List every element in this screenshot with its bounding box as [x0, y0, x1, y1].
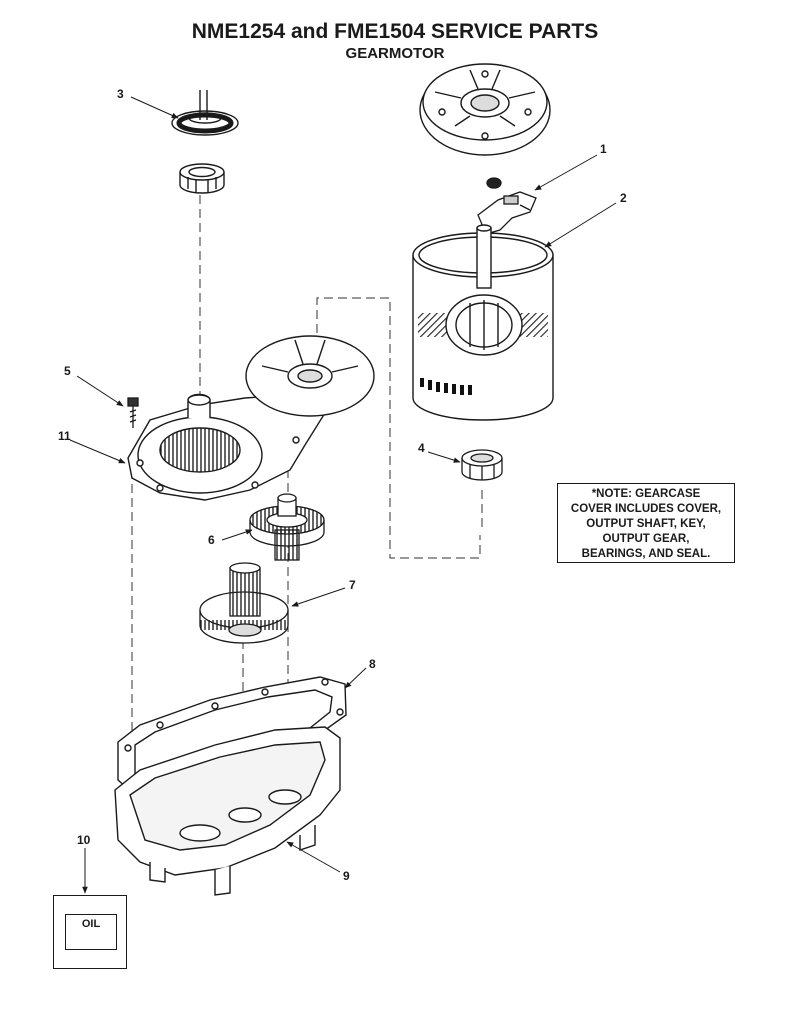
note-line: COVER INCLUDES COVER,: [570, 503, 722, 515]
intermediate-gear-part: [249, 493, 325, 561]
callout-5: 5: [64, 364, 71, 378]
motor-end-bell-part: [419, 63, 551, 156]
oil-label: OIL: [65, 914, 117, 950]
callout-6: 6: [208, 533, 215, 547]
note-line: OUTPUT GEAR,: [602, 533, 690, 545]
page-title: NME1254 and FME1504 SERVICE PARTS: [191, 20, 599, 43]
callout-9: 9: [343, 869, 350, 883]
callout-7: 7: [349, 578, 356, 592]
lower-bearing-part: [461, 449, 503, 481]
leader-lines: [69, 96, 617, 894]
page-subtitle: GEARMOTOR: [345, 45, 445, 62]
gearcase-cover-part: [127, 335, 375, 501]
oil-part-box: OIL: [53, 895, 127, 969]
top-bearing-part: [179, 163, 225, 194]
screw-part: [127, 397, 139, 428]
note-line: *NOTE: GEARCASE: [591, 488, 701, 500]
gearcase-note-box: *NOTE: GEARCASE COVER INCLUDES COVER, OU…: [557, 483, 735, 563]
motor-housing-part: [412, 224, 554, 421]
callout-1: 1: [600, 142, 607, 156]
callout-8: 8: [369, 657, 376, 671]
callout-10: 10: [77, 833, 91, 847]
output-gear-part: [199, 562, 289, 644]
callout-11: 11: [58, 429, 71, 443]
note-line: OUTPUT SHAFT, KEY,: [586, 518, 706, 530]
callout-3: 3: [117, 87, 124, 101]
gearcase-part: [114, 726, 341, 896]
seal-part: [171, 90, 239, 136]
callout-2: 2: [620, 191, 627, 205]
note-line: BEARINGS, AND SEAL.: [581, 548, 711, 560]
callout-4: 4: [418, 441, 425, 455]
